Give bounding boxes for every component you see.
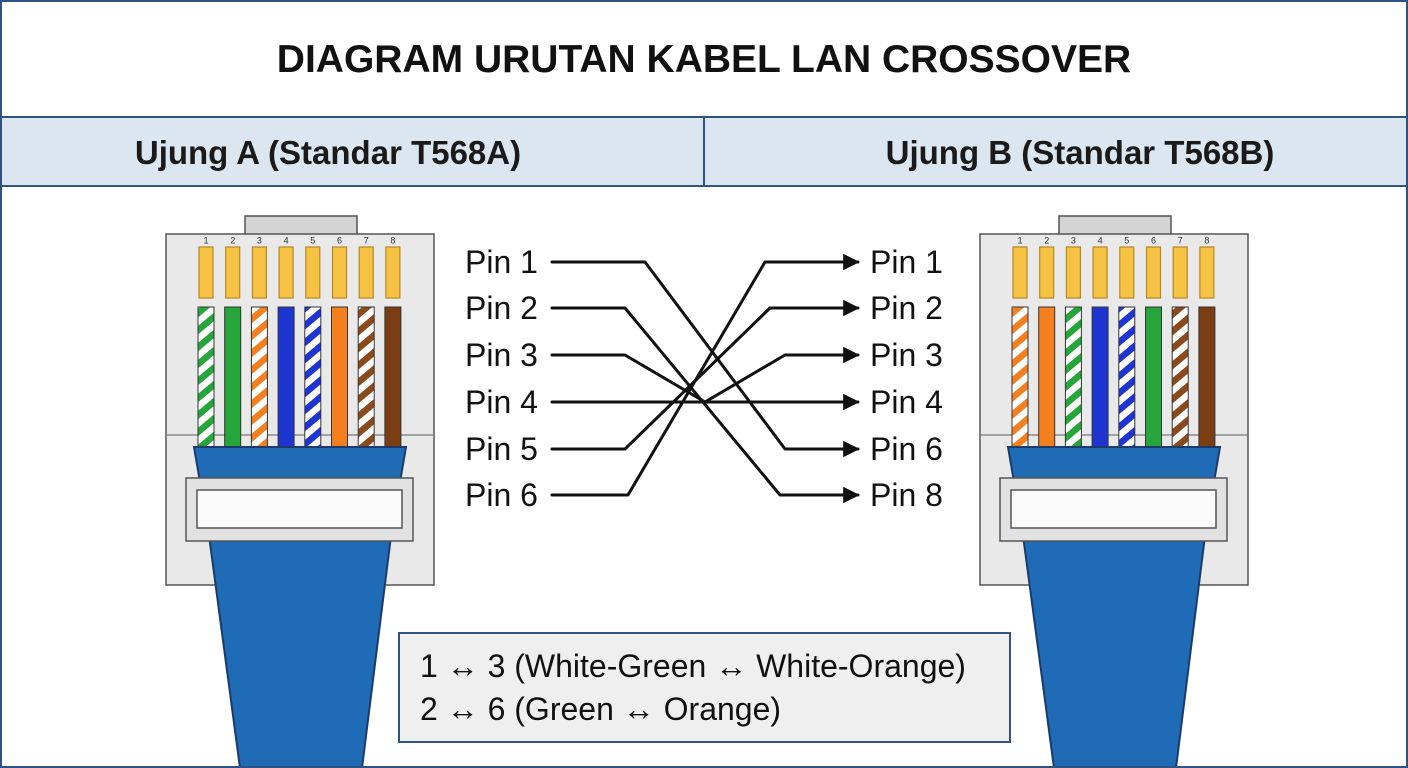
cable: [1020, 527, 1208, 768]
pin-number: 6: [337, 236, 342, 246]
right-pin-label: Pin 4: [870, 384, 943, 420]
pin-number: 7: [364, 236, 369, 246]
crossover-wiring: [550, 253, 860, 504]
cable: [206, 527, 394, 768]
solid-wire: [1038, 306, 1056, 448]
page-title: DIAGRAM URUTAN KABEL LAN CROSSOVER: [276, 38, 1132, 81]
latch-tab: [1058, 215, 1172, 236]
striped-wire: [1011, 306, 1029, 448]
left-pin-label: Pin 4: [465, 384, 538, 420]
striped-wire: [1064, 306, 1082, 448]
left-pin-label: Pin 5: [465, 431, 538, 467]
pin-number: 2: [230, 236, 235, 246]
left-pin-labels: Pin 1 Pin 2 Pin 3 Pin 4 Pin 5 Pin 6: [465, 244, 538, 513]
gold-contact: [1119, 246, 1135, 299]
solid-wire: [331, 306, 348, 448]
note-line: 2 ↔ 6 (Green ↔ Orange): [420, 691, 781, 727]
link-line: [550, 260, 860, 458]
pin-number: 8: [1204, 236, 1209, 246]
gold-contact: [278, 246, 294, 299]
gold-contact: [198, 246, 214, 299]
latch-tab: [244, 215, 358, 236]
solid-wire: [277, 306, 295, 448]
pin-array: 1 2 3 4 5 6 7 8: [197, 236, 402, 448]
link-line: [550, 253, 860, 497]
cable-jacket: [1006, 446, 1222, 483]
note-line: 1 ↔ 3 (White-Green ↔ White-Orange): [420, 648, 966, 684]
gold-contact: [1065, 246, 1081, 299]
gold-contact: [1172, 246, 1188, 299]
solid-wire: [224, 306, 242, 448]
left-pin-label: Pin 6: [465, 477, 538, 513]
gold-contact: [251, 246, 267, 299]
pin-number: 6: [1151, 236, 1156, 246]
striped-wire: [1118, 306, 1136, 448]
left-pin-label: Pin 3: [465, 337, 538, 373]
connector-a: 1 2 3 4 5 6 7 8: [165, 215, 435, 768]
gold-contact: [358, 246, 374, 299]
solid-wire: [384, 306, 402, 448]
pin-number: 3: [1071, 236, 1076, 246]
left-pin-label: Pin 1: [465, 244, 538, 280]
pin-number: 4: [284, 236, 289, 246]
end-a-heading: Ujung A (Standar T568A): [134, 134, 522, 171]
solid-wire: [1145, 306, 1162, 448]
gold-contact: [1092, 246, 1108, 299]
right-pin-label: Pin 6: [870, 431, 943, 467]
right-pin-label: Pin 2: [870, 290, 943, 326]
cable-jacket: [192, 446, 408, 483]
end-b-heading: Ujung B (Standar T568B): [885, 134, 1275, 171]
link-line: [550, 299, 860, 451]
striped-wire: [357, 306, 375, 448]
pin-number: 8: [390, 236, 395, 246]
note-box: 1 ↔ 3 (White-Green ↔ White-Orange) 2 ↔ 6…: [398, 632, 1011, 743]
gold-contact: [1145, 246, 1162, 299]
gold-contact: [385, 246, 401, 299]
gold-contact: [1012, 246, 1028, 299]
right-pin-labels: Pin 1 Pin 2 Pin 3 Pin 4 Pin 6 Pin 8: [870, 244, 943, 513]
gold-contact: [331, 246, 348, 299]
left-pin-label: Pin 2: [465, 290, 538, 326]
pin-number: 3: [257, 236, 262, 246]
pin-number: 7: [1178, 236, 1183, 246]
pin-number: 2: [1044, 236, 1049, 246]
solid-wire: [1198, 306, 1216, 448]
pin-number: 1: [1017, 236, 1022, 246]
striped-wire: [304, 306, 322, 448]
pin-number: 5: [310, 236, 315, 246]
striped-wire: [250, 306, 268, 448]
strain-relief-window: [196, 489, 403, 529]
header-divider: [703, 118, 705, 185]
strain-relief-window: [1010, 489, 1217, 529]
pin-number: 1: [203, 236, 208, 246]
gold-contact: [305, 246, 321, 299]
right-pin-label: Pin 1: [870, 244, 943, 280]
striped-wire: [197, 306, 215, 448]
pin-number: 4: [1098, 236, 1103, 246]
striped-wire: [1171, 306, 1189, 448]
gold-contact: [225, 246, 241, 299]
gold-contact: [1199, 246, 1215, 299]
right-pin-label: Pin 8: [870, 477, 943, 513]
right-pin-label: Pin 3: [870, 337, 943, 373]
solid-wire: [1091, 306, 1109, 448]
connector-b: 1 2 3 4 5 6 7 8: [979, 215, 1249, 768]
gold-contact: [1039, 246, 1055, 299]
note-box-frame: [398, 632, 1011, 743]
pin-array: 1 2 3 4 5 6 7 8: [1011, 236, 1216, 448]
ends-header: Ujung A (Standar T568A) Ujung B (Standar…: [0, 116, 1408, 187]
pin-number: 5: [1124, 236, 1129, 246]
